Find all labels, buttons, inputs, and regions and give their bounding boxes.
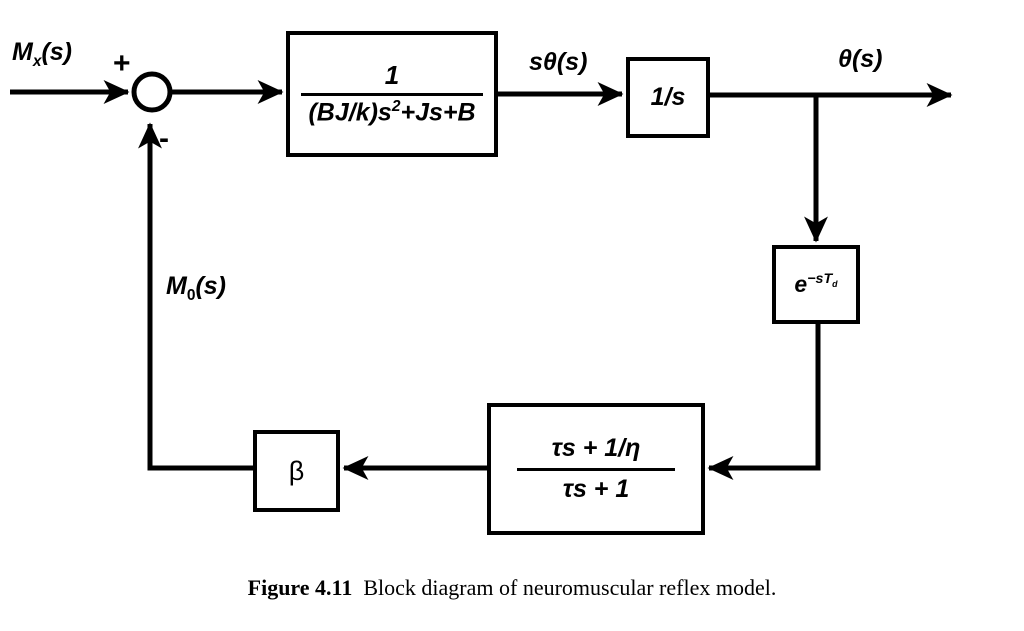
delay-base: e bbox=[794, 271, 808, 297]
figure-caption-sentence: Block diagram of neuromuscular reflex mo… bbox=[363, 575, 777, 600]
plant-denominator-post: +Js+B bbox=[400, 98, 476, 127]
input-argument: (s) bbox=[41, 38, 73, 66]
feedback-symbol: M bbox=[166, 272, 187, 300]
plant-fraction-bar bbox=[301, 93, 483, 97]
signal-label-velocity: sθ(s) bbox=[529, 48, 588, 76]
leadlag-denominator: τs + 1 bbox=[562, 475, 630, 503]
feedback-gain-block: β bbox=[253, 430, 340, 512]
figure-caption-text: Block diagram of neuromuscular reflex mo… bbox=[352, 575, 776, 600]
feedback-argument: (s) bbox=[195, 272, 227, 300]
sum-minus-sign: - bbox=[159, 122, 169, 155]
delay-exponent-pre: −s bbox=[807, 271, 824, 288]
plant-numerator: 1 bbox=[384, 60, 400, 91]
delay-exponent-subscript: d bbox=[832, 279, 838, 290]
leadlag-fraction-bar bbox=[517, 468, 675, 471]
signal-label-output: θ(s) bbox=[838, 45, 883, 73]
signal-label-feedback: M0(s) bbox=[166, 272, 226, 305]
lead-lag-compensator-block: τs + 1/η τs + 1 bbox=[487, 403, 705, 535]
plant-fraction: 1 (BJ/k)s2+Js+B bbox=[301, 61, 483, 126]
delay-exponent-symbol: T bbox=[823, 271, 833, 288]
plant-transfer-function-block: 1 (BJ/k)s2+Js+B bbox=[286, 31, 498, 157]
plant-denominator-exponent: 2 bbox=[391, 98, 401, 116]
delay-expression: e−sTd bbox=[794, 271, 837, 298]
figure-caption: Figure 4.11 Block diagram of neuromuscul… bbox=[0, 575, 1024, 601]
feedback-subscript: 0 bbox=[186, 287, 196, 304]
integrator-block: 1/s bbox=[626, 57, 710, 138]
delay-exponent: −sTd bbox=[807, 271, 838, 290]
wire-delay-to-leadlag bbox=[707, 324, 821, 480]
input-subscript: x bbox=[32, 53, 42, 70]
time-delay-block: e−sTd bbox=[772, 245, 860, 324]
leadlag-numerator: τs + 1/η bbox=[551, 434, 641, 462]
signal-label-input: Mx(s) bbox=[12, 38, 72, 71]
wire-gain-to-sum bbox=[138, 122, 253, 471]
plant-denominator-pre: (BJ/k)s bbox=[308, 98, 392, 127]
plant-denominator: (BJ/k)s2+Js+B bbox=[301, 98, 483, 127]
summing-junction bbox=[131, 71, 173, 113]
input-symbol: M bbox=[12, 38, 33, 66]
sum-plus-sign: + bbox=[113, 47, 131, 80]
figure-caption-label: Figure 4.11 bbox=[247, 575, 353, 600]
leadlag-fraction: τs + 1/η τs + 1 bbox=[517, 435, 675, 503]
